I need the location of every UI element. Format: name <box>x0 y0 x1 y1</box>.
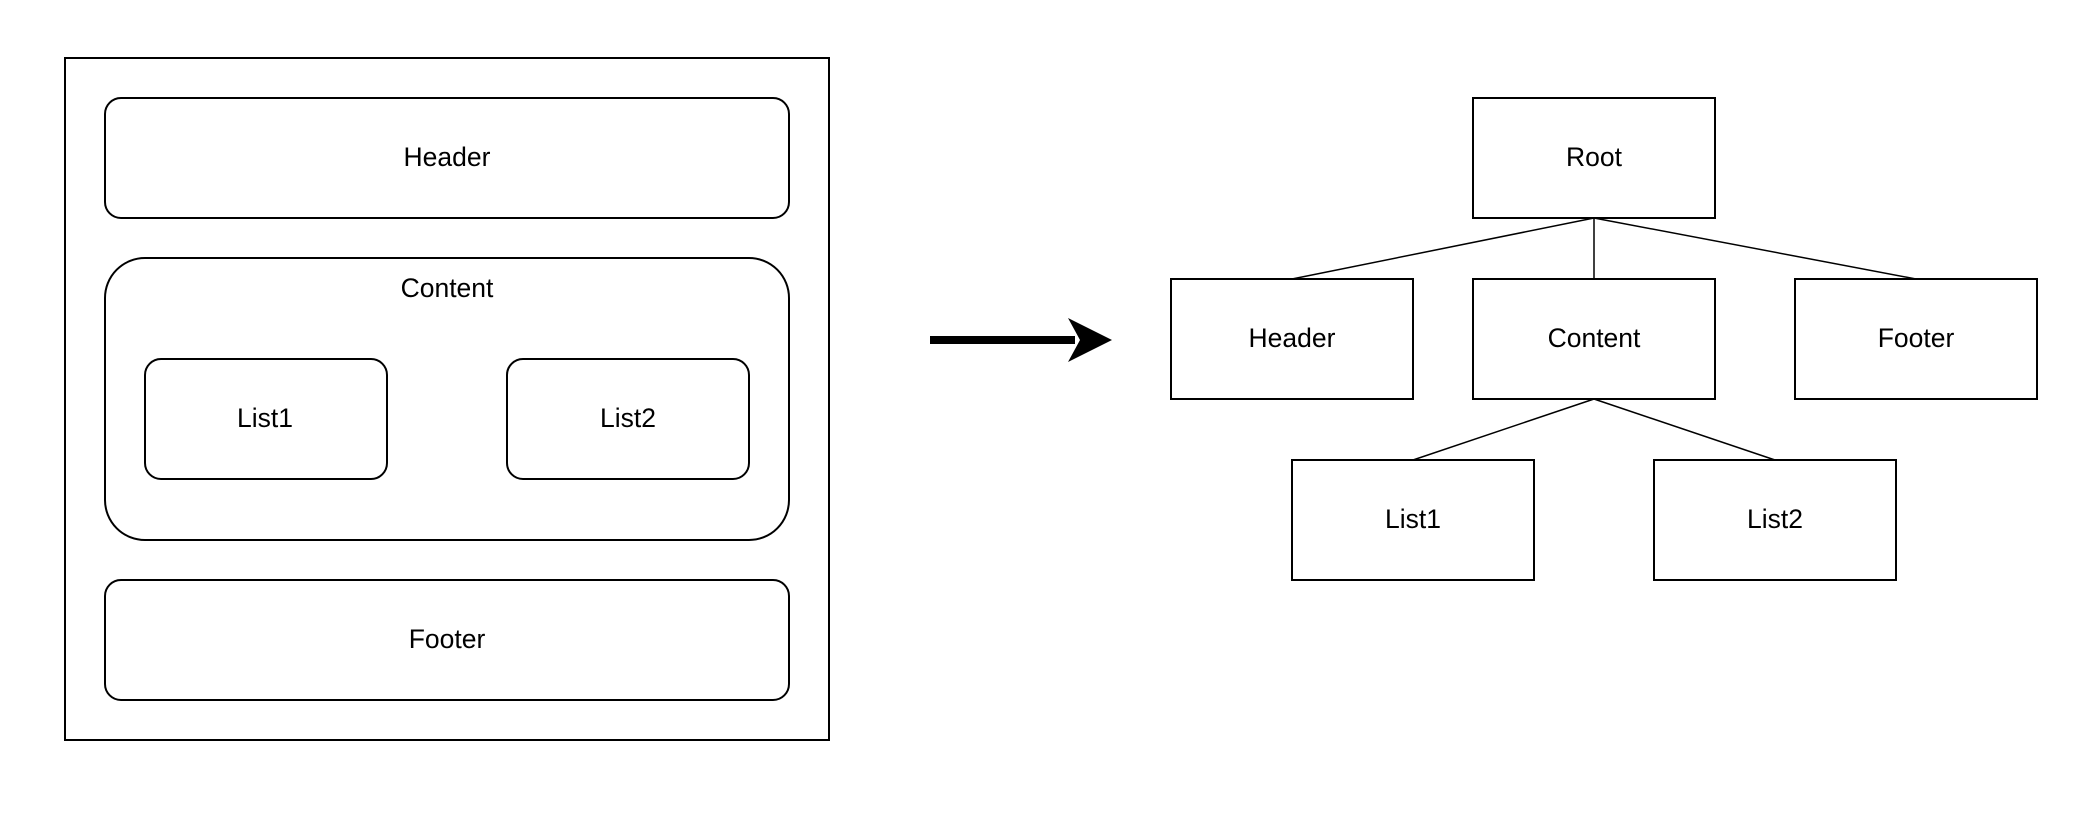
tree-node-list2 <box>1653 459 1897 581</box>
layout-list2-label: List2 <box>600 403 656 433</box>
tree-node-content <box>1472 278 1716 400</box>
tree-node-list2-label: List2 <box>1747 504 1803 534</box>
layout-content-label: Content <box>401 273 494 303</box>
tree-node-list1-label: List1 <box>1385 504 1441 534</box>
layout-footer-box <box>104 579 790 701</box>
tree-node-header-label: Header <box>1249 323 1336 353</box>
layout-list1-label: List1 <box>237 403 293 433</box>
tree-node-root-label: Root <box>1566 142 1623 172</box>
tree-node-content-label: Content <box>1548 323 1641 353</box>
tree-node-footer-label: Footer <box>1878 323 1955 353</box>
layout-list1-box <box>144 358 388 480</box>
tree-node-root <box>1472 97 1716 219</box>
arrow-head <box>1068 318 1112 362</box>
tree-node-list1 <box>1291 459 1535 581</box>
edge-root-header <box>1291 217 1595 280</box>
layout-header-label: Header <box>404 142 491 172</box>
layout-list2-box <box>506 358 750 480</box>
edge-root-footer <box>1593 217 1917 280</box>
tree-node-header <box>1170 278 1414 400</box>
edge-content-list1 <box>1412 398 1595 461</box>
layout-footer-label: Footer <box>409 624 486 654</box>
edge-content-list2 <box>1593 398 1776 461</box>
layout-header-box <box>104 97 790 219</box>
tree-diagram: Root Header Content Footer List1 List2 <box>1170 97 2038 581</box>
layout-diagram: Header Content List1 List2 Footer <box>64 57 830 741</box>
transform-arrow <box>930 318 1112 362</box>
tree-node-footer <box>1794 278 2038 400</box>
